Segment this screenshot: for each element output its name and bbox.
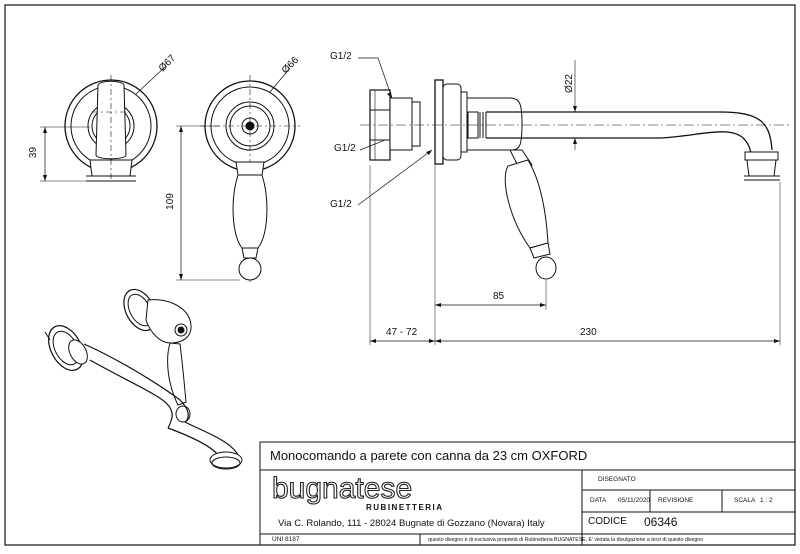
disegnato-label: DISEGNATO bbox=[598, 476, 636, 483]
dim-85: 85 bbox=[493, 291, 505, 302]
brand-logo: bugnatese bbox=[271, 471, 412, 505]
company-address: Via C. Rolando, 111 - 28024 Bugnate di G… bbox=[278, 518, 545, 529]
front-view-right bbox=[176, 67, 300, 285]
title-block-frame bbox=[259, 441, 796, 546]
brand-subtitle: RUBINETTERIA bbox=[366, 503, 444, 512]
ownership-note: questo disegno è di esclusiva proprietà … bbox=[428, 537, 704, 543]
codice-value: 06346 bbox=[644, 515, 678, 529]
isometric-view bbox=[44, 288, 243, 470]
data-value: 05/11/2020 bbox=[618, 497, 651, 504]
leader-g2 bbox=[359, 139, 386, 151]
leader-g3 bbox=[357, 149, 433, 206]
dim-230: 230 bbox=[580, 327, 597, 338]
side-view bbox=[357, 57, 790, 345]
revisione-label: REVISIONE bbox=[658, 497, 694, 504]
front-view-left bbox=[40, 65, 167, 182]
uni-reference: UNI 8187 bbox=[272, 536, 300, 543]
leader-g1 bbox=[358, 57, 393, 99]
dim-leader-d66 bbox=[269, 67, 291, 93]
dim-39: 39 bbox=[28, 146, 40, 159]
thread-label-3: G1/2 bbox=[330, 199, 352, 210]
thread-label-2: G1/2 bbox=[334, 143, 356, 154]
codice-label: CODICE bbox=[588, 516, 627, 527]
dim-109: 109 bbox=[164, 193, 176, 210]
data-label: DATA bbox=[590, 497, 607, 504]
scala-label: SCALA bbox=[734, 497, 756, 504]
scala-value: 1 : 2 bbox=[760, 497, 773, 504]
dim-leader-d67 bbox=[135, 65, 167, 95]
thread-label-1: G1/2 bbox=[330, 51, 352, 62]
drawing-title: Monocomando a parete con canna da 23 cm … bbox=[270, 448, 588, 463]
dim-d22: Ø22 bbox=[563, 74, 575, 93]
dim-47-72: 47 - 72 bbox=[386, 327, 418, 338]
brand-logo-text: bugnatese bbox=[272, 472, 412, 505]
